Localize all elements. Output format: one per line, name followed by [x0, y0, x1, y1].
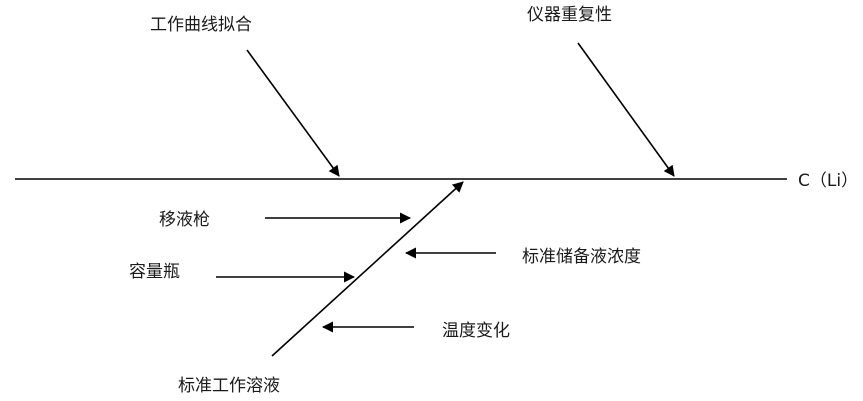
sub-cause-label-stock-concentration: 标准储备液浓度 — [522, 247, 641, 267]
cause-arrow-curve-fitting — [246, 49, 340, 177]
cause-arrow-instrument-repeatability — [577, 42, 675, 177]
branch-arrow-standard-solution — [271, 181, 464, 357]
branch-label-standard-solution: 标准工作溶液 — [178, 376, 280, 396]
cause-label-instrument-repeatability: 仪器重复性 — [527, 5, 612, 25]
effect-label: C（Li） — [798, 171, 858, 191]
cause-label-curve-fitting: 工作曲线拟合 — [150, 15, 252, 35]
sub-cause-label-pipette: 移液枪 — [159, 210, 210, 230]
sub-cause-label-volumetric-flask: 容量瓶 — [129, 262, 180, 282]
sub-cause-label-temperature-change: 温度变化 — [442, 321, 510, 341]
